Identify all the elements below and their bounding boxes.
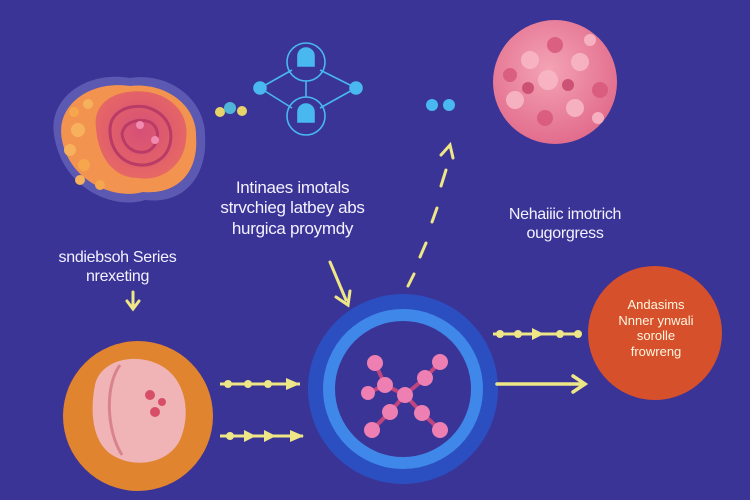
process-label-top: Intinaes imotals strvchieg latbey abs hu… (205, 178, 380, 239)
cell-cluster-illustration (493, 20, 617, 144)
result-badge-line-4: frowreng (630, 343, 682, 359)
arrow-dotted-lower-left (220, 430, 304, 442)
arrow-dotted-right (493, 328, 582, 340)
orange-cell-illustration (63, 341, 213, 491)
process-label-top-line-2: strvchieg latbey abs (220, 198, 365, 218)
process-label-top-line-1: Intinaes imotals (235, 178, 350, 197)
network-diagram (253, 42, 363, 136)
process-label-right-line-1: Nehaiiic imotrich (508, 206, 622, 223)
result-badge-line-3: sorolle (636, 328, 676, 344)
mitochondrion-illustration (53, 76, 206, 203)
central-molecule-ring (308, 294, 498, 484)
arrow-down-left (125, 290, 141, 312)
arrow-to-center-left (328, 260, 352, 308)
result-badge-text: Andasims Nnner ynwali sorolle frowreng (598, 297, 714, 359)
arrow-dotted-upper-left (220, 378, 300, 390)
small-molecule-pair-left (215, 102, 247, 117)
process-label-top-line-3: hurgica proymdy (231, 218, 354, 238)
arrow-to-badge (495, 374, 589, 394)
arrow-up-dashed (406, 141, 455, 288)
process-label-left-line-2: nrexeting (85, 268, 150, 286)
process-label-right-line-2: ougorgress (526, 225, 604, 243)
process-label-right: Nehaiiic imotrich ougorgress (470, 205, 660, 243)
small-molecule-pair-right (426, 99, 455, 111)
process-label-left-line-1: sndiebsoh Series (58, 249, 177, 266)
result-badge (588, 266, 722, 400)
result-badge-line-1: Andasims (627, 297, 685, 312)
process-label-left: sndiebsoh Series nrexeting (30, 248, 205, 286)
result-badge-line-2: Nnner ynwali (618, 312, 694, 328)
